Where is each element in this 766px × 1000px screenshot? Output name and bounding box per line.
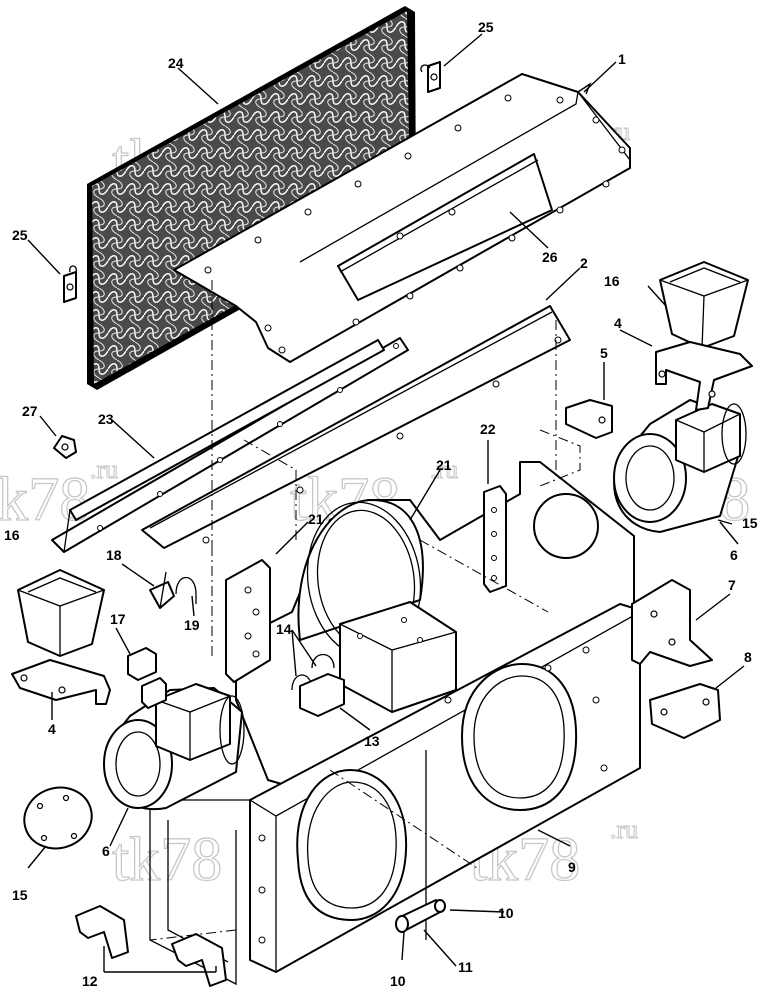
callout-10: 10	[390, 973, 406, 989]
part-16-hopper-left	[17, 569, 105, 657]
part-18-clamp	[149, 571, 175, 609]
part-16-hopper-right	[659, 261, 749, 349]
callout-27: 27	[22, 403, 38, 419]
callout-15: 15	[12, 887, 28, 903]
callout-17: 17	[110, 611, 126, 627]
part-2-seal-gasket	[141, 305, 571, 549]
callout-18: 18	[106, 547, 122, 563]
part-5-angle-bracket	[565, 399, 613, 439]
part-22-strip-bracket	[483, 485, 507, 593]
callout-13: 13	[364, 733, 380, 749]
part-12-bracket-pair	[75, 905, 227, 987]
watermark-suffix: .ru	[90, 455, 118, 484]
part-25-clip-top	[420, 61, 441, 93]
callout-labels: 1 2 4 4 5 6 6 7 8 9 10 10 11 12 13 14 15…	[4, 19, 758, 989]
callout-9: 9	[568, 859, 576, 875]
callout-10: 10	[498, 905, 514, 921]
part-25-clip-left	[63, 265, 77, 303]
watermark-text: tk78	[112, 826, 222, 894]
callout-6: 6	[102, 843, 110, 859]
part-8-foot-bracket	[649, 683, 721, 739]
callout-8: 8	[744, 649, 752, 665]
callout-26: 26	[542, 249, 558, 265]
part-4-mount-plate-left	[11, 659, 111, 705]
callout-5: 5	[600, 345, 608, 361]
callout-4: 4	[48, 721, 56, 737]
callout-2: 2	[580, 255, 588, 271]
callout-12: 12	[82, 973, 98, 989]
callout-1: 1	[618, 51, 626, 67]
part-17-clamp	[127, 647, 167, 709]
watermark-suffix: .ru	[610, 815, 638, 844]
callout-21: 21	[436, 457, 452, 473]
part-1-top-cover	[173, 73, 631, 363]
callout-11: 11	[458, 959, 473, 975]
callout-19: 19	[184, 617, 200, 633]
part-23-angle-rail	[51, 337, 409, 553]
assembly-lines	[149, 280, 581, 941]
callout-6: 6	[730, 547, 738, 563]
part-6-blower-right	[613, 399, 747, 533]
part-11-pin-assembly	[395, 899, 446, 933]
callout-4: 4	[614, 315, 622, 331]
callout-25: 25	[12, 227, 28, 243]
part-4-mount-plate-right	[655, 341, 753, 411]
callout-16: 16	[4, 527, 20, 543]
callout-16: 16	[604, 273, 620, 289]
part-13-clamp-block	[299, 673, 345, 717]
part-24-filter-screen	[87, 6, 416, 390]
part-21-strip-plate	[225, 559, 271, 683]
part-19-u-bolt	[175, 576, 197, 604]
callout-7: 7	[728, 577, 736, 593]
callout-15: 15	[742, 515, 758, 531]
callout-25: 25	[478, 19, 494, 35]
part-7-support-bracket	[631, 579, 713, 667]
callout-23: 23	[98, 411, 114, 427]
callout-14: 14	[276, 621, 292, 637]
part-27-grommet	[53, 435, 77, 459]
callout-24: 24	[168, 55, 184, 71]
callout-21: 21	[308, 511, 324, 527]
callout-22: 22	[480, 421, 496, 437]
leader-lines	[27, 33, 745, 973]
part-6-blower-left	[103, 683, 245, 811]
watermark-text: tk78	[0, 466, 90, 534]
part-15-cover-disc	[23, 786, 93, 850]
